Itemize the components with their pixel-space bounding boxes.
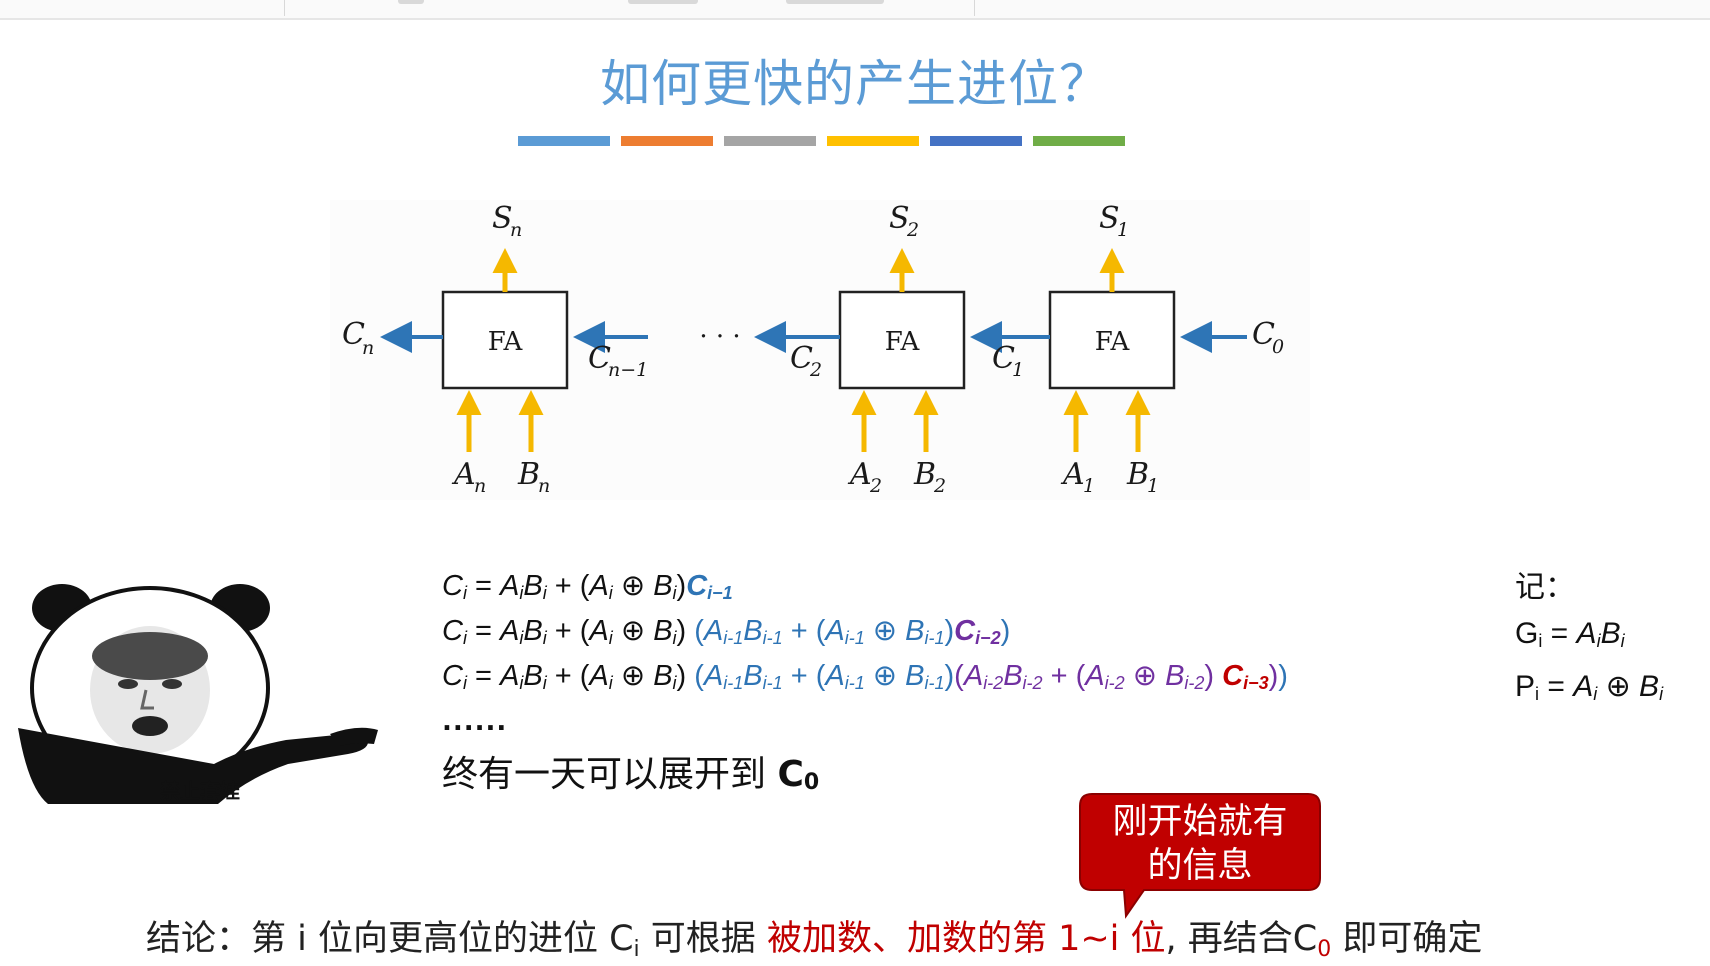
full-adder-1: FA [1048, 290, 1176, 390]
label-bn: Bn [517, 457, 550, 497]
label-c0: C0 [1252, 317, 1284, 358]
formula-line-2: Ci = AiBi + (Ai ⊕ Bi) (Ai-1Bi-1 + (Ai-1 … [442, 615, 1011, 648]
toolbar-tab[interactable] [398, 0, 424, 4]
title-stripe [621, 136, 713, 146]
conclusion-text-4: 即可确定 [1331, 919, 1483, 959]
svg-text:1: 1 [1147, 475, 1159, 497]
propagate-definition: Pi = Ai ⊕ Bi [1515, 670, 1664, 704]
svg-text:B: B [913, 457, 936, 492]
title-stripe [827, 136, 919, 146]
label-a2: A2 [847, 457, 882, 497]
svg-text:S: S [889, 201, 910, 236]
conclusion-text-2: 可根据 [639, 919, 767, 959]
svg-text:1: 1 [1012, 359, 1024, 381]
svg-text:C: C [588, 341, 611, 376]
svg-text:1: 1 [1083, 475, 1095, 497]
title-stripe [724, 136, 816, 146]
label-c2: C2 [790, 341, 822, 381]
conclusion-highlight: 被加数、加数的第 1~i 位 [766, 919, 1166, 959]
toolbar-divider [284, 0, 285, 16]
svg-text:2: 2 [809, 359, 822, 381]
svg-text:S: S [492, 201, 513, 236]
svg-text:2: 2 [869, 475, 882, 497]
label-b2: B2 [913, 457, 946, 497]
callout-text: 刚开始就有 的信息 [1112, 802, 1288, 886]
svg-text:0: 0 [1272, 336, 1284, 358]
notation-definitions: 记： Gi = AiBi Pi = Ai ⊕ Bi [1515, 565, 1705, 717]
label-a1: A1 [1060, 457, 1095, 497]
expansion-text: 终有一天可以展开到 [442, 754, 767, 795]
toolbar-divider [974, 0, 975, 16]
conclusion-subscript-c0: 0 [1317, 937, 1332, 962]
label-cn-1: Cn−1 [588, 341, 648, 381]
svg-text:C: C [790, 341, 813, 376]
svg-text:A: A [1060, 457, 1085, 492]
svg-text:S: S [1099, 201, 1120, 236]
slide-title: 如何更快的产生进位？ [600, 55, 1110, 113]
adder-svg: FA FA FA · · · Sn S2 S1 Cn Cn [342, 201, 1284, 497]
formula-ellipsis: ...... [442, 707, 508, 737]
expansion-target: C0 [777, 754, 820, 795]
conclusion-subscript: i [633, 937, 640, 962]
slide-conclusion: 结论：第 i 位向更高位的进位 Ci 可根据 被加数、加数的第 1~i 位, 再… [146, 910, 1482, 962]
svg-text:n: n [510, 219, 522, 241]
fa-label: FA [1095, 327, 1131, 357]
title-stripe [1033, 136, 1125, 146]
svg-text:C: C [992, 341, 1015, 376]
top-toolbar [0, 0, 1710, 20]
svg-text:1: 1 [1117, 219, 1129, 241]
svg-text:2: 2 [906, 219, 919, 241]
svg-text:C: C [1252, 317, 1275, 352]
toolbar-tab[interactable] [628, 0, 698, 4]
full-adder-n: FA [441, 290, 569, 390]
notation-heading: 记： [1515, 571, 1575, 604]
conclusion-text-3: , 再结合C [1165, 919, 1318, 959]
title-stripe [930, 136, 1022, 146]
full-adder-2: FA [838, 290, 966, 390]
svg-text:A: A [451, 457, 476, 492]
fa-label: FA [488, 327, 524, 357]
toolbar-tab[interactable] [786, 0, 884, 4]
panda-meme-image [18, 578, 378, 808]
formula-line-3: Ci = AiBi + (Ai ⊕ Bi) (Ai-1Bi-1 + (Ai-1 … [442, 660, 1288, 693]
fa-label: FA [885, 327, 921, 357]
svg-text:n−1: n−1 [608, 359, 648, 381]
svg-text:C: C [342, 317, 365, 352]
label-b1: B1 [1126, 457, 1159, 497]
conclusion-text-1: 结论：第 i 位向更高位的进位 C [146, 919, 634, 959]
label-an: An [451, 457, 486, 497]
generate-definition: Gi = AiBi [1515, 617, 1625, 651]
label-c1: C1 [992, 341, 1024, 381]
formula-line-1: Ci = AiBi + (Ai ⊕ Bi)Ci−1 [442, 570, 733, 603]
svg-text:n: n [538, 475, 550, 497]
svg-text:n: n [474, 475, 486, 497]
label-cn: Cn [342, 317, 374, 359]
diagram-ellipsis: · · · [699, 322, 740, 352]
svg-text:n: n [362, 337, 374, 359]
svg-text:B: B [1126, 457, 1149, 492]
expansion-conclusion: 终有一天可以展开到 C0 [442, 745, 819, 797]
svg-text:B: B [517, 457, 540, 492]
label-s1: S1 [1099, 201, 1129, 241]
meme-caption: 禁止套娃 [160, 779, 240, 803]
title-stripe [518, 136, 610, 146]
svg-text:A: A [847, 457, 872, 492]
label-sn: Sn [492, 201, 522, 241]
callout-bubble [1079, 793, 1321, 919]
svg-text:2: 2 [933, 475, 946, 497]
label-s2: S2 [889, 201, 919, 241]
